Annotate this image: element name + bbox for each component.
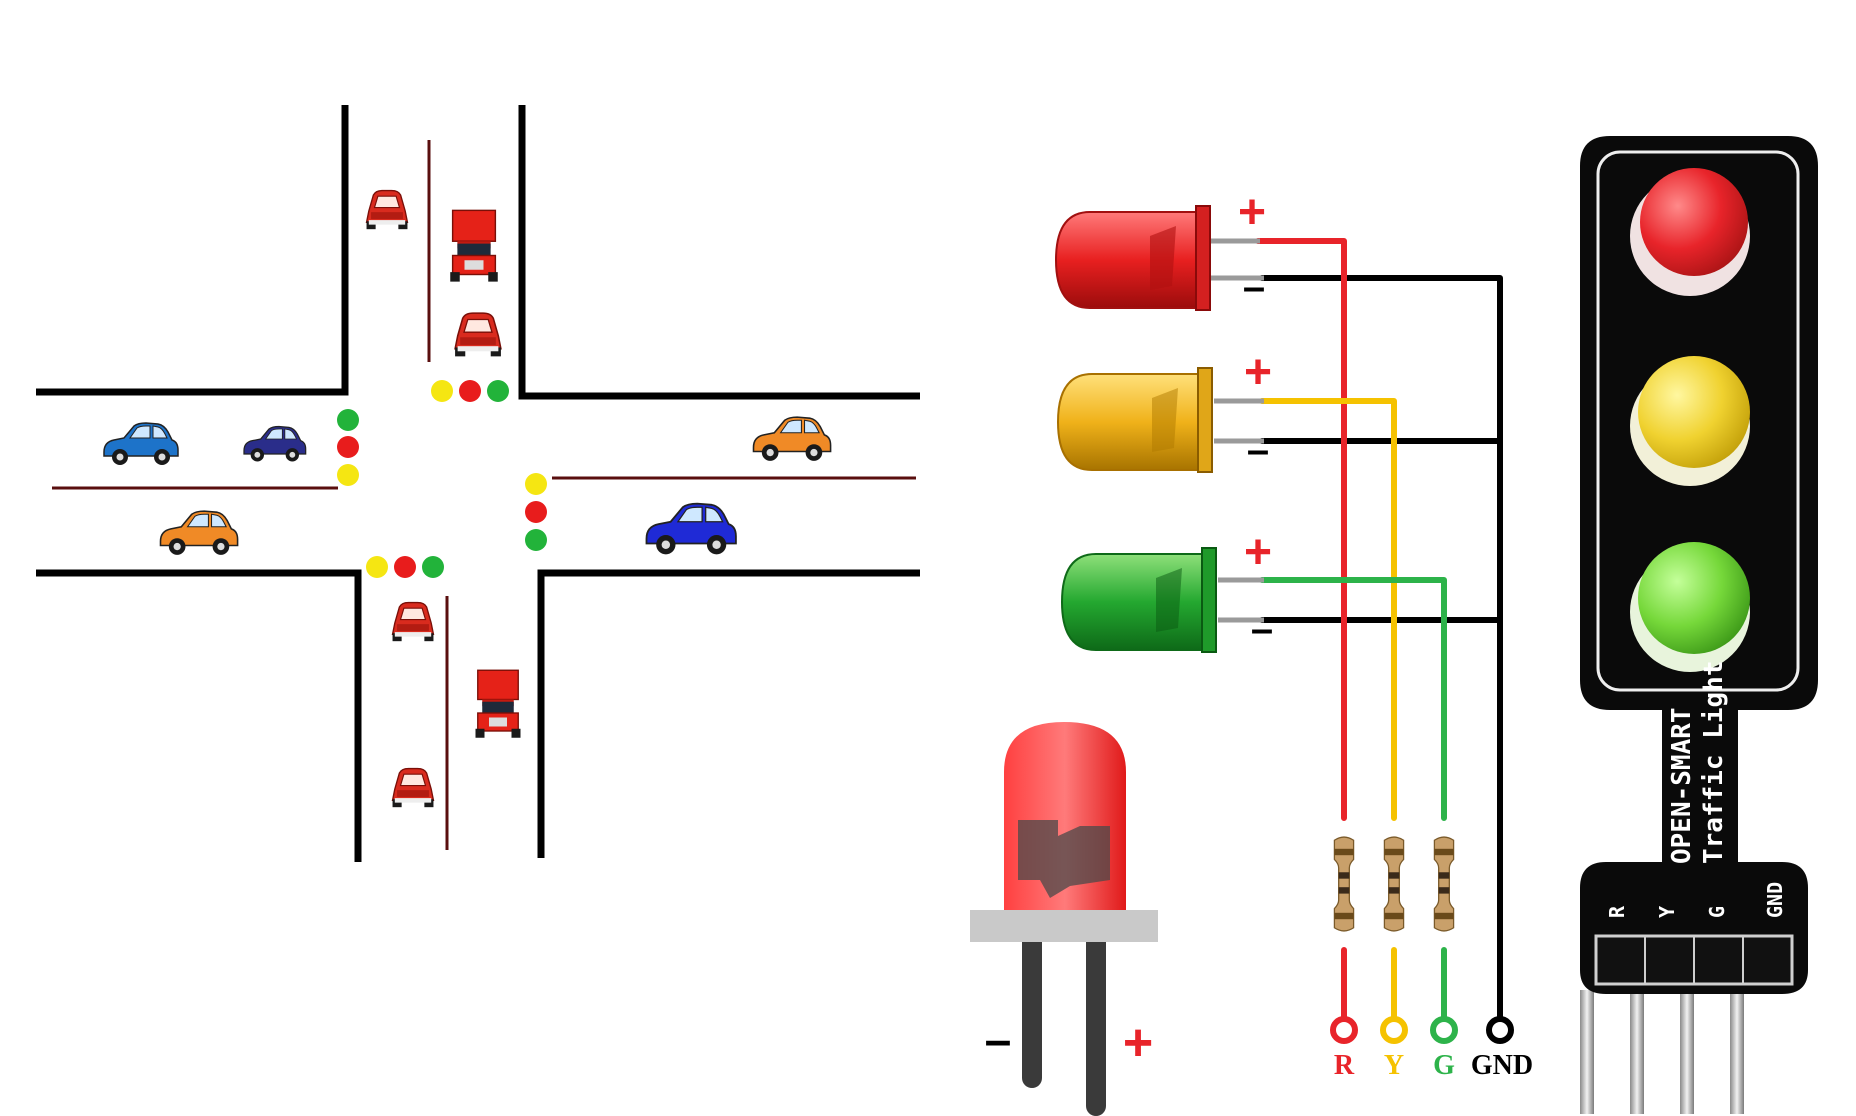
module-header-dividers	[1644, 936, 1744, 984]
terminal-gnd	[1486, 1016, 1514, 1044]
module-pin	[1680, 990, 1694, 1114]
led-green-minus: –	[1251, 607, 1273, 651]
red-wire	[1255, 238, 1347, 821]
led-rim	[970, 910, 1158, 942]
car-icon	[645, 502, 737, 556]
traffic-signal-icon	[337, 409, 359, 486]
road-intersection	[36, 105, 920, 862]
module-pin-label-gnd: GND	[1763, 882, 1787, 918]
led-wiring	[1255, 238, 1503, 1033]
module-led-green	[1638, 542, 1750, 654]
road-edge-sw	[36, 569, 362, 862]
car-icon	[103, 422, 179, 466]
signal-red-dot	[394, 556, 416, 578]
signal-yellow-dot	[525, 473, 547, 495]
car-icon	[752, 416, 832, 462]
module-pin	[1580, 990, 1594, 1114]
truck-icon	[474, 669, 522, 739]
module-led-yellow	[1638, 356, 1750, 468]
led-icon	[1054, 205, 1211, 311]
road-edge-se	[537, 569, 920, 858]
car-icon	[365, 189, 409, 230]
signal-yellow-dot	[366, 556, 388, 578]
road-edge-ne	[518, 105, 920, 400]
car-icon	[159, 510, 239, 556]
led-leads	[1210, 238, 1264, 623]
road-edge-nw	[36, 105, 349, 396]
yellow-wire	[1259, 398, 1397, 821]
terminal-labels: R Y G GND	[1334, 1050, 1533, 1081]
terminal-label-y: Y	[1384, 1050, 1404, 1081]
led-die	[1018, 820, 1110, 898]
signal-yellow-dot	[431, 380, 453, 402]
module-led-red	[1640, 168, 1748, 276]
car-icon	[391, 767, 435, 808]
signal-green-dot	[337, 409, 359, 431]
traffic-light-module: OPEN-SMART Traffic Light R Y G GND	[1580, 136, 1818, 1114]
big-led-minus: –	[985, 1014, 1012, 1067]
terminal-y	[1380, 1016, 1408, 1044]
module-pin-label-g: G	[1705, 906, 1729, 918]
module-silkscreen: OPEN-SMART Traffic Light	[1667, 661, 1729, 865]
module-brand: OPEN-SMART	[1667, 707, 1697, 864]
module-name: Traffic Light	[1699, 661, 1729, 865]
traffic-signal-icon	[431, 380, 509, 402]
signal-red-dot	[525, 501, 547, 523]
terminal-rings	[1330, 1016, 1514, 1044]
car-icon	[391, 601, 435, 642]
plus-labels: + + +	[1238, 186, 1272, 579]
led-red-plus: +	[1238, 186, 1266, 239]
module-pin	[1630, 990, 1644, 1114]
terminal-label-gnd: GND	[1471, 1050, 1533, 1081]
led-yellow-minus: –	[1247, 428, 1269, 472]
module-outline	[1596, 150, 1800, 692]
module-pin	[1730, 990, 1744, 1114]
led-red-minus: –	[1243, 265, 1265, 309]
lane-dividers	[52, 140, 916, 850]
module-pin-labels: R Y G GND	[1605, 882, 1787, 918]
led-icon	[1056, 367, 1213, 473]
signal-red-dot	[337, 436, 359, 458]
road-edges	[36, 105, 920, 862]
signal-yellow-dot	[337, 464, 359, 486]
green-wire	[1259, 577, 1447, 821]
led-leg-minus	[1022, 920, 1042, 1088]
truck-icon	[449, 209, 499, 283]
car-icon	[243, 425, 307, 463]
signal-green-dot	[422, 556, 444, 578]
led-leg-plus	[1086, 920, 1106, 1116]
led-green-plus: +	[1244, 526, 1272, 579]
terminal-label-r: R	[1334, 1050, 1355, 1081]
resistor-icon	[1383, 836, 1405, 932]
signal-green-dot	[525, 529, 547, 551]
module-pin-label-r: R	[1605, 905, 1629, 918]
module-pin-label-y: Y	[1655, 906, 1679, 918]
resistor-icon	[1333, 836, 1355, 932]
minus-labels: – – –	[1243, 265, 1273, 651]
traffic-signal-icon	[366, 556, 444, 578]
traffic-signal-icon	[525, 473, 547, 551]
resistor-icon	[1433, 836, 1455, 932]
terminal-g	[1430, 1016, 1458, 1044]
terminal-r	[1330, 1016, 1358, 1044]
terminal-label-g: G	[1433, 1050, 1455, 1081]
led-icon	[1060, 547, 1217, 653]
signal-red-dot	[459, 380, 481, 402]
car-icon	[454, 312, 502, 358]
gnd-wire	[1259, 275, 1503, 1033]
led-icon: – +	[970, 722, 1158, 1116]
led-yellow-plus: +	[1244, 346, 1272, 399]
big-led-plus: +	[1123, 1014, 1153, 1072]
signal-green-dot	[487, 380, 509, 402]
